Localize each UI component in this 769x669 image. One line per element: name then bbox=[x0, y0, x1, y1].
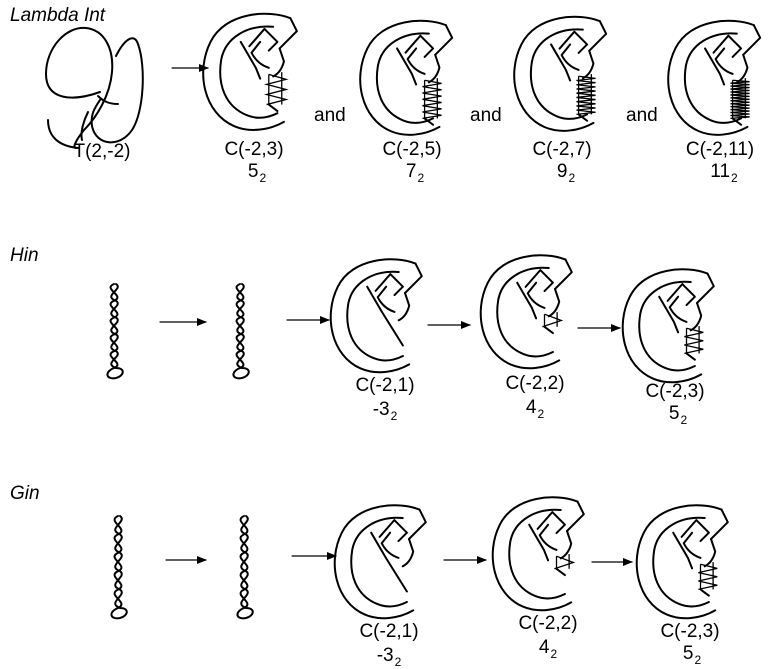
clasp-knot-lambda-4 bbox=[668, 21, 760, 135]
lambda-product-2-knot: 72 bbox=[405, 161, 425, 186]
gin-product-2-name: C(-2,2) bbox=[518, 613, 578, 634]
gin-product-2-knot: 42 bbox=[538, 637, 558, 662]
and-connector-1: and bbox=[314, 105, 346, 126]
supercoil-gin-1 bbox=[110, 515, 128, 620]
gin-product-3-name: C(-2,3) bbox=[660, 621, 720, 642]
clasp-knot-lambda-2 bbox=[360, 21, 452, 135]
section-title-gin: Gin bbox=[10, 483, 40, 504]
torus-link-diagram bbox=[45, 26, 144, 149]
lambda-product-1-name: C(-2,3) bbox=[224, 139, 284, 160]
lambda-product-3-name: C(-2,7) bbox=[532, 139, 592, 160]
clasp-knot-lambda-3 bbox=[514, 17, 606, 131]
and-connector-2: and bbox=[470, 105, 502, 126]
gin-product-1-name: C(-2,1) bbox=[359, 621, 419, 642]
clasp-knot-hin-1 bbox=[331, 259, 422, 372]
supercoil-gin-2 bbox=[236, 515, 254, 620]
section-title-lambda: Lambda Int bbox=[10, 5, 106, 26]
gin-product-1-knot: -32 bbox=[376, 645, 402, 669]
clasp-knot-lambda-1 bbox=[203, 14, 297, 130]
clasp-knot-hin-2 bbox=[481, 255, 572, 368]
clasp-knot-gin-1 bbox=[335, 505, 426, 618]
gin-product-3-knot: 52 bbox=[682, 643, 702, 668]
hin-product-2-name: C(-2,2) bbox=[505, 373, 565, 394]
torus-link-label: T(2,-2) bbox=[73, 141, 131, 162]
hin-product-3-name: C(-2,3) bbox=[645, 381, 705, 402]
supercoil-hin-1 bbox=[106, 283, 124, 380]
clasp-knot-hin-3 bbox=[623, 269, 714, 382]
lambda-product-1-knot: 52 bbox=[247, 161, 267, 186]
clasp-knot-gin-2 bbox=[493, 497, 584, 610]
hin-product-2-knot: 42 bbox=[525, 397, 545, 422]
hin-product-1-knot: -32 bbox=[372, 399, 398, 424]
supercoil-hin-2 bbox=[232, 283, 250, 380]
hin-product-3-knot: 52 bbox=[668, 403, 688, 428]
lambda-product-3-knot: 92 bbox=[556, 161, 576, 186]
lambda-product-2-name: C(-2,5) bbox=[382, 139, 442, 160]
hin-product-1-name: C(-2,1) bbox=[355, 375, 415, 396]
section-title-hin: Hin bbox=[10, 245, 39, 266]
lambda-product-4-knot: 112 bbox=[710, 161, 738, 186]
lambda-product-4-name: C(-2,11) bbox=[685, 139, 755, 160]
clasp-knot-gin-3 bbox=[637, 505, 728, 618]
and-connector-3: and bbox=[626, 105, 658, 126]
